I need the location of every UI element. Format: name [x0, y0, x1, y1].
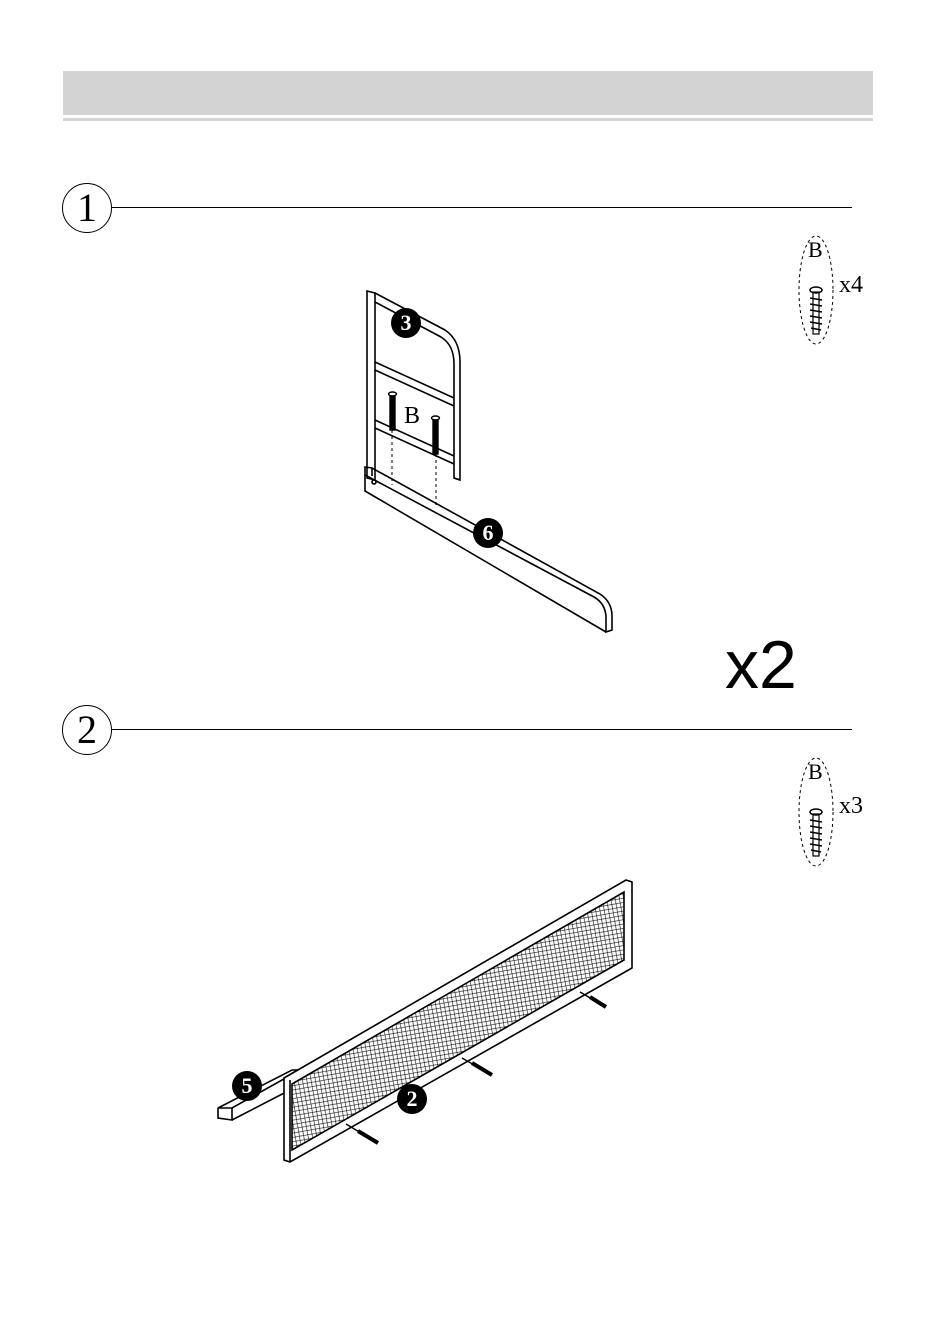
step2-part-panel: 2 [397, 1084, 427, 1114]
step2-part-rail: 5 [232, 1071, 262, 1101]
